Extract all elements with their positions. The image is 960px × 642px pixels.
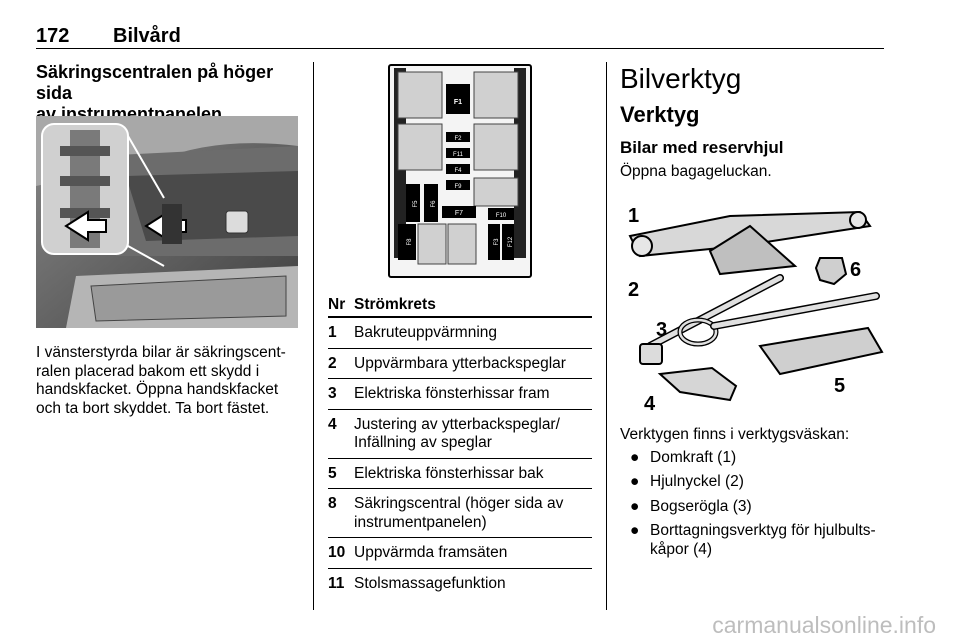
header-circuit: Strömkrets [354, 296, 436, 313]
tool-number: 6 [850, 259, 861, 281]
fuse-label: F12 [508, 236, 514, 247]
subsection-title: Verktyg [620, 102, 700, 127]
fuse-label: F11 [453, 152, 464, 158]
fuse-label: F4 [454, 168, 462, 174]
circuit-line: Uppvärmbara ytterbackspeglar [354, 354, 566, 372]
tool-number: 4 [644, 393, 656, 414]
list-item-text: Borttagningsverktyg för hjulbults- [650, 522, 876, 539]
fuse-label: F6 [431, 200, 437, 208]
body-line: och ta bort skyddet. Ta bort fästet. [36, 399, 270, 417]
fuse-label: F10 [496, 213, 507, 219]
intro-text: Öppna bagageluckan. [620, 163, 772, 180]
tool-number: 3 [656, 319, 667, 341]
watermark: carmanualsonline.info [712, 612, 936, 638]
row-number: 10 [328, 544, 346, 561]
circuit-line: Elektriska fönsterhissar fram [354, 385, 550, 402]
fuse-label: F3 [494, 238, 500, 246]
right-column: Bilverktyg Verktyg Bilar med reservhjul … [620, 62, 888, 182]
circuit-line: instrumentpanelen) [354, 513, 487, 531]
heading-line: Säkringscentralen på höger sida [36, 62, 274, 103]
tool-list: ● Domkraft (1) ● Hjulnyckel (2) ● Bogserögla … [620, 449, 888, 560]
fuse-label: F2 [454, 136, 462, 142]
page-header: 172 Bilvård [36, 24, 884, 49]
page-number: 172 [36, 25, 70, 47]
circuit-line: Stolsmassagefunktion [354, 574, 506, 592]
row-circuit: Uppvärmda framsäten [354, 544, 592, 563]
row-circuit: Uppvärmbara ytterbackspeglar [354, 355, 592, 374]
row-circuit: Justering av ytterbackspeglar/Infällning… [354, 416, 592, 453]
tool-number: 5 [834, 375, 845, 397]
header-nr: Nr [328, 296, 346, 313]
list-item-text: kåpor (4) [650, 540, 713, 558]
row-circuit: Stolsmassagefunktion [354, 575, 592, 594]
fuse-box-diagram: F1 F2 F11 F4 F9 F5 F6 F7 F10 F8 F3 F12 [388, 64, 532, 278]
body-line: I vänsterstyrda bilar är säkringscent- [36, 344, 286, 361]
fuse-label: F7 [455, 210, 463, 217]
body-text: I vänsterstyrda bilar är säkringscent- r… [36, 344, 298, 418]
bullet-icon: ● [630, 473, 640, 490]
row-circuit: Elektriska fönsterhissar bak [354, 465, 592, 484]
table-row: 4 Justering av ytterbackspeglar/Infällnin… [328, 410, 592, 459]
page-section-title: Bilverktyg [620, 63, 742, 94]
row-number: 2 [328, 354, 337, 372]
row-number: 8 [328, 495, 337, 512]
table-header: Nr Strömkrets [328, 296, 592, 318]
list-intro: Verktygen finns i verktygsväskan: [620, 426, 850, 443]
row-number: 11 [328, 574, 345, 592]
tool-number: 1 [628, 205, 639, 227]
list-item-text: Hjulnyckel (2) [650, 473, 744, 490]
left-body: I vänsterstyrda bilar är säkringscent- r… [36, 344, 298, 418]
list-item-text: Bogserögla (3) [650, 497, 752, 515]
chapter-title: Bilvård [113, 25, 181, 47]
bullet-icon: ● [630, 448, 640, 466]
fuse-label: F1 [454, 99, 462, 106]
row-number: 1 [328, 324, 337, 341]
table-row: 11 Stolsmassagefunktion [328, 569, 592, 599]
subsubsection-title: Bilar med reservhjul [620, 138, 784, 157]
fuse-label: F8 [407, 238, 413, 246]
table-row: 3 Elektriska fönsterhissar fram [328, 379, 592, 410]
fuse-label: F9 [454, 184, 462, 190]
table-row: 10 Uppvärmda framsäten [328, 538, 592, 569]
circuit-line: Säkringscentral (höger sida av [354, 495, 564, 512]
list-item: ● Bogserögla (3) [620, 498, 888, 517]
table-row: 2 Uppvärmbara ytterbackspeglar [328, 349, 592, 379]
bullet-icon: ● [630, 522, 640, 539]
glovebox-photo [36, 116, 298, 328]
bullet-icon: ● [630, 497, 640, 515]
table-row: 5 Elektriska fönsterhissar bak [328, 459, 592, 489]
circuit-line: Infällning av speglar [354, 434, 492, 451]
body-line: handskfacket. Öppna handskfacket [36, 381, 279, 398]
column-divider [313, 62, 314, 610]
row-number: 5 [328, 464, 337, 482]
circuit-line: Uppvärmda framsäten [354, 544, 508, 561]
fuse-label: F5 [413, 200, 419, 208]
list-item-text: Domkraft (1) [650, 448, 737, 466]
tool-list-section: Verktygen finns i verktygsväskan: ● Domkr… [620, 426, 888, 565]
body-line: ralen placerad bakom ett skydd i [36, 362, 260, 380]
circuit-line: Justering av ytterbackspeglar/ [354, 415, 560, 433]
row-number: 4 [328, 415, 337, 433]
list-item: ● Borttagningsverktyg för hjulbults-kåpor… [620, 522, 888, 559]
column-divider [606, 62, 607, 610]
row-number: 3 [328, 385, 337, 402]
tool-number: 2 [628, 279, 639, 301]
list-item: ● Domkraft (1) [620, 449, 888, 468]
circuit-line: Bakruteuppvärmning [354, 324, 498, 341]
row-circuit: Elektriska fönsterhissar fram [354, 385, 592, 404]
tool-kit-illustration: 1 2 3 4 5 6 [620, 196, 888, 415]
circuit-line: Elektriska fönsterhissar bak [354, 464, 544, 482]
list-item: ● Hjulnyckel (2) [620, 473, 888, 492]
table-row: 1 Bakruteuppvärmning [328, 318, 592, 349]
row-circuit: Bakruteuppvärmning [354, 324, 592, 343]
